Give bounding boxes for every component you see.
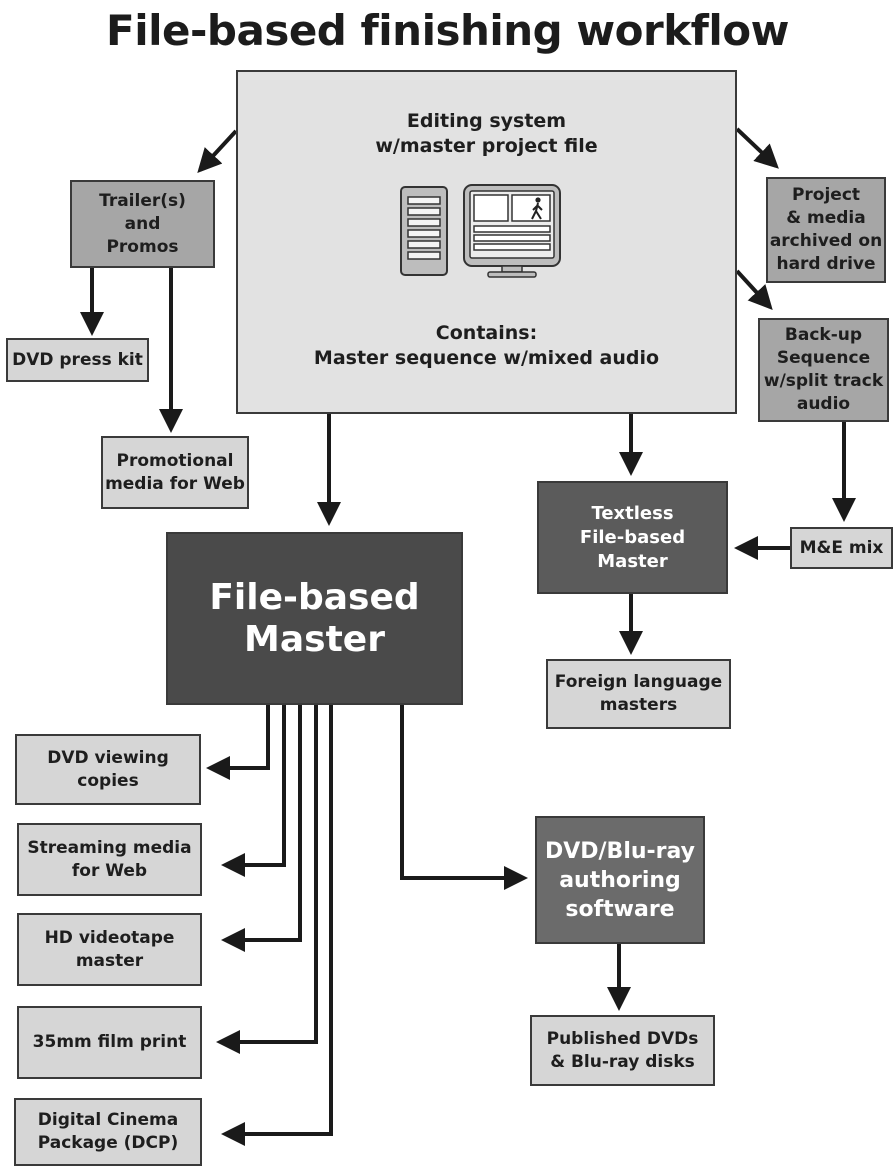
film-print-label: 35mm film print — [32, 1032, 187, 1052]
textless-master-label: Textless File-based Master — [579, 502, 686, 572]
authoring-label: DVD/Blu-ray authoring software — [544, 838, 696, 922]
project-archived-label: Project & media archived on hard drive — [769, 185, 883, 274]
arrow-to-dvd-viewing — [206, 705, 270, 780]
file-based-master-label: File-based Master — [209, 576, 420, 660]
foreign-masters-label: Foreign language masters — [554, 672, 723, 715]
dvd-press-kit-label: DVD press kit — [12, 349, 143, 370]
authoring-box: DVD/Blu-ray authoring software — [535, 816, 705, 944]
dcp-box: Digital Cinema Package (DCP) — [14, 1098, 202, 1166]
arrow-to-archive — [735, 127, 779, 169]
me-mix-label: M&E mix — [799, 537, 884, 558]
dvd-viewing-box: DVD viewing copies — [15, 734, 201, 805]
file-based-master-box: File-based Master — [166, 532, 463, 705]
promotional-media-label: Promotional media for Web — [105, 450, 245, 494]
project-archived-box: Project & media archived on hard drive — [766, 177, 886, 283]
computer-tower-icon — [400, 186, 448, 276]
backup-sequence-box: Back-up Sequence w/split track audio — [758, 318, 889, 422]
textless-master-box: Textless File-based Master — [537, 481, 728, 594]
foreign-masters-box: Foreign language masters — [546, 659, 731, 729]
diagram-title: File-based finishing workflow — [106, 6, 789, 55]
hd-videotape-box: HD videotape master — [17, 913, 202, 986]
streaming-media-label: Streaming media for Web — [27, 837, 192, 881]
dvd-viewing-label: DVD viewing copies — [47, 747, 169, 791]
arrow-to-film-print — [216, 705, 318, 1054]
film-print-box: 35mm film print — [17, 1006, 202, 1079]
trailers-label: Trailer(s) and Promos — [99, 190, 186, 257]
promotional-media-box: Promotional media for Web — [101, 436, 249, 509]
arrow-to-authoring — [400, 705, 528, 890]
published-dvds-label: Published DVDs & Blu-ray disks — [546, 1028, 699, 1072]
me-mix-box: M&E mix — [790, 527, 893, 569]
editing-system-label: Editing system w/master project file — [375, 110, 598, 157]
streaming-media-box: Streaming media for Web — [17, 823, 202, 896]
published-dvds-box: Published DVDs & Blu-ray disks — [530, 1015, 715, 1086]
arrow-to-trailers — [197, 129, 238, 173]
dvd-press-kit-box: DVD press kit — [6, 338, 149, 382]
trailers-box: Trailer(s) and Promos — [70, 180, 215, 268]
arrow-to-backup — [735, 269, 773, 310]
hd-videotape-label: HD videotape master — [44, 927, 175, 971]
contains-label: Contains: Master sequence w/mixed audio — [313, 322, 660, 369]
arrow-to-hd-tape — [221, 705, 302, 952]
backup-sequence-label: Back-up Sequence w/split track audio — [763, 325, 884, 414]
monitor-icon — [463, 184, 561, 278]
dcp-label: Digital Cinema Package (DCP) — [37, 1110, 179, 1153]
arrow-to-streaming — [221, 705, 286, 877]
arrow-to-dcp — [221, 705, 333, 1146]
